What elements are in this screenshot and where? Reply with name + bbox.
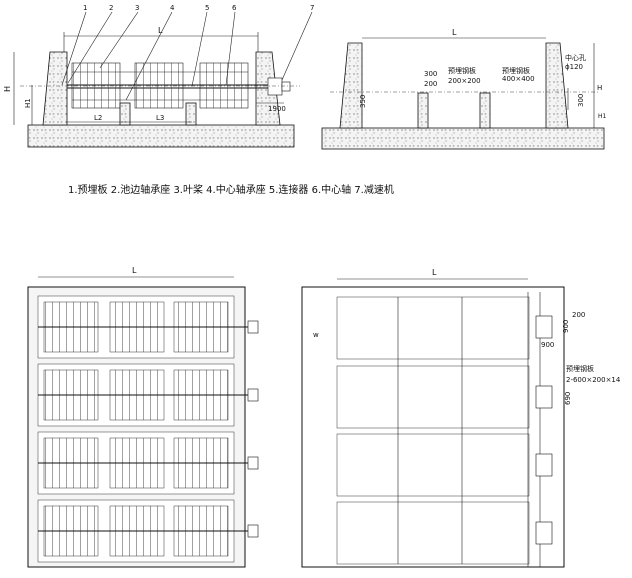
reducer-gearbox bbox=[267, 77, 283, 96]
embedded-plate-r1 bbox=[535, 315, 553, 339]
label-embedded-plate-3: 预埋钢板 bbox=[566, 364, 594, 373]
dim-H: H bbox=[3, 86, 12, 92]
plan-dim-900a: 900 bbox=[562, 320, 570, 333]
dim-H-right: H bbox=[597, 84, 602, 92]
label-embedded-plate-2: 预埋钢板 bbox=[502, 66, 530, 75]
trough-1 bbox=[37, 295, 259, 359]
reducer-motor bbox=[281, 81, 291, 92]
component-legend: 1.预埋板 2.池边轴承座 3.叶桨 4.中心轴承座 5.连接器 6.中心轴 7… bbox=[68, 183, 394, 196]
embedded-plate-r4 bbox=[535, 521, 553, 545]
paddle-2 bbox=[134, 62, 184, 109]
label-embedded-plate-2-size: 400×400 bbox=[502, 75, 535, 83]
elevation-view-right: L 300 200 350 预埋钢板 200×200 预埋钢板 400×400 … bbox=[321, 28, 607, 150]
left-wall-right bbox=[339, 42, 363, 129]
elevation-view-left: L H H1 L2 L3 1900 1 2 3 4 5 6 7 bbox=[3, 4, 314, 148]
center-pier-1 bbox=[119, 102, 131, 126]
paddle-1 bbox=[71, 62, 121, 109]
plan-dim-690: 690 bbox=[564, 392, 572, 405]
trough-4 bbox=[37, 499, 259, 563]
callout-6: 6 bbox=[232, 4, 237, 12]
trough-3 bbox=[37, 431, 259, 495]
label-center-hole-dia: ϕ120 bbox=[565, 63, 583, 71]
dim-350: 350 bbox=[359, 95, 367, 108]
dim-300-b: 300 bbox=[577, 94, 585, 107]
trough-2 bbox=[37, 363, 259, 427]
plan-dim-L: L bbox=[132, 266, 137, 275]
plan-dim-L-right: L bbox=[432, 268, 437, 277]
callout-4: 4 bbox=[170, 4, 175, 12]
plan-view-right: L w 200 900 900 预埋钢板 2-600×200×14 690 bbox=[301, 268, 621, 568]
base-slab bbox=[27, 124, 295, 148]
right-wall-right bbox=[545, 42, 569, 129]
plan-dim-200: 200 bbox=[572, 311, 585, 319]
dim-L2: L2 bbox=[94, 114, 102, 122]
callout-7: 7 bbox=[310, 4, 314, 12]
label-embedded-plate-1-size: 200×200 bbox=[448, 77, 481, 85]
center-pier-r2 bbox=[479, 92, 491, 129]
dim-300: 300 bbox=[424, 70, 437, 78]
paddle-3 bbox=[199, 62, 249, 109]
label-embedded-plate-1: 预埋钢板 bbox=[448, 66, 476, 75]
callout-1: 1 bbox=[83, 4, 87, 12]
callout-3: 3 bbox=[135, 4, 139, 12]
dim-H1-right: H1 bbox=[598, 113, 607, 120]
embedded-plate-r3 bbox=[535, 453, 553, 477]
base-slab-right bbox=[321, 127, 605, 150]
dim-1900: 1900 bbox=[268, 105, 286, 113]
center-pier-2 bbox=[185, 102, 197, 126]
label-embedded-plate-3-size: 2-600×200×14 bbox=[566, 376, 621, 384]
plan-view-left: L bbox=[27, 266, 259, 568]
plan-dim-w: w bbox=[313, 331, 319, 339]
center-pier-r1 bbox=[417, 92, 429, 129]
embedded-plate-r2 bbox=[535, 385, 553, 409]
dim-200: 200 bbox=[424, 80, 437, 88]
dim-H1: H1 bbox=[24, 98, 32, 108]
left-wall bbox=[42, 51, 68, 126]
dim-L-right: L bbox=[452, 28, 457, 37]
callout-5: 5 bbox=[205, 4, 209, 12]
plan-dim-900b: 900 bbox=[541, 341, 554, 349]
dim-L: L bbox=[158, 26, 163, 35]
dim-L3: L3 bbox=[156, 114, 164, 122]
label-center-hole: 中心孔 bbox=[565, 53, 586, 62]
callout-2: 2 bbox=[109, 4, 113, 12]
